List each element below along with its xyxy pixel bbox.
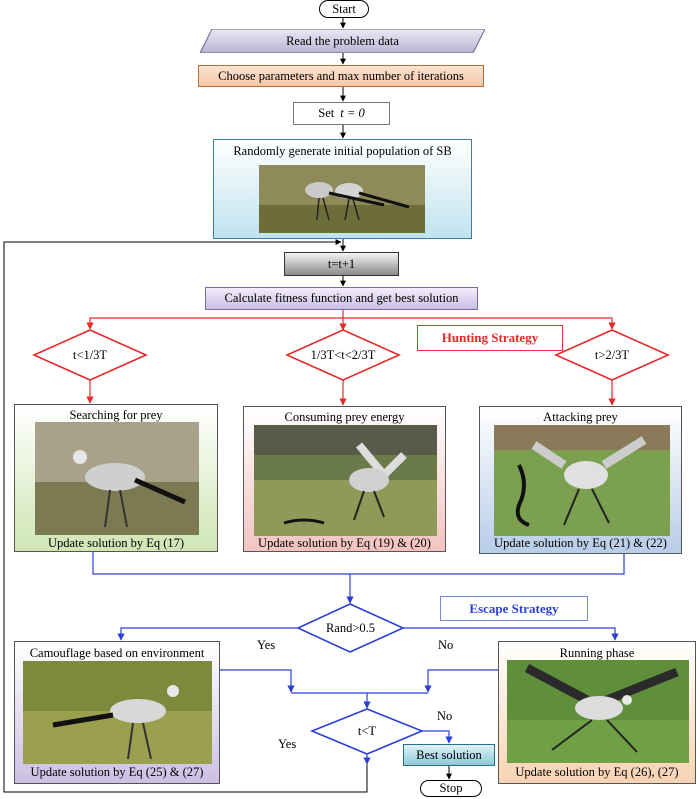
- rand-yes-label: Yes: [257, 638, 276, 652]
- panel-title: Camouflage based on environment: [29, 646, 205, 660]
- stop-node: Stop: [420, 780, 482, 797]
- panel-title: Searching for prey: [69, 408, 163, 422]
- rand-no-label: No: [438, 638, 454, 652]
- cond2-diamond: [285, 329, 401, 381]
- cond3-diamond: [554, 329, 670, 381]
- hunting-strategy-label: Hunting Strategy: [417, 325, 563, 351]
- panel-update-label: Update solution by Eq (17): [47, 536, 185, 550]
- panel-update-label: Update solution by Eq (21) & (22): [494, 536, 667, 550]
- cond3-label: t>2/3T: [594, 347, 630, 362]
- best-solution-node: Best solution: [403, 744, 495, 766]
- cond1-label: t<1/3T: [72, 347, 108, 362]
- choose-parameters-node: Choose parameters and max number of iter…: [198, 65, 484, 87]
- tlt-yes-label: Yes: [278, 737, 297, 751]
- bird-stomping-snake-photo: [254, 425, 437, 536]
- panel-title: Attacking prey: [543, 410, 618, 424]
- read-data-node: Read the problem data: [200, 29, 485, 53]
- cond1-diamond: [32, 329, 148, 381]
- tlt-diamond: [309, 708, 425, 755]
- init-population-label: Randomly generate initial population of …: [233, 144, 452, 158]
- panel-update-label: Update solution by Eq (25) & (27): [30, 765, 204, 779]
- start-node: Start: [319, 0, 369, 18]
- calculate-fitness-node: Calculate fitness function and get best …: [205, 287, 478, 310]
- bird-running-photo: [507, 660, 689, 763]
- rand-label: Rand>0.5: [325, 620, 376, 635]
- tlt-no-label: No: [437, 709, 453, 723]
- parallelogram-shape: [200, 29, 485, 53]
- camouflage-panel: Camouflage based on environment Update s…: [14, 641, 220, 784]
- escape-strategy-label: Escape Strategy: [440, 596, 588, 621]
- panel-title: Running phase: [559, 646, 635, 660]
- running-phase-panel: Running phase Update solution by Eq (26)…: [498, 641, 696, 784]
- bird-attacking-snake-photo: [494, 425, 670, 536]
- birds-walking-photo: [259, 165, 425, 233]
- panel-update-label: Update solution by Eq (19) & (20): [258, 536, 431, 550]
- panel-update-label: Update solution by Eq (26), (27): [515, 765, 679, 779]
- searching-prey-panel: Searching for prey Update solution by Eq…: [14, 404, 218, 552]
- attacking-prey-panel: Attacking prey Update solution by Eq (21…: [479, 406, 682, 554]
- consuming-prey-panel: Consuming prey energy Update solution by…: [243, 406, 446, 552]
- rand-diamond: [296, 603, 405, 653]
- cond2-label: 1/3T<t<2/3T: [310, 347, 376, 362]
- increment-t-node: t=t+1: [284, 252, 399, 276]
- tlt-label: t<T: [357, 723, 377, 738]
- init-population-node: Randomly generate initial population of …: [213, 139, 472, 239]
- bird-in-grass-photo: [23, 661, 212, 764]
- panel-title: Consuming prey energy: [284, 410, 405, 424]
- bird-searching-photo: [35, 422, 199, 535]
